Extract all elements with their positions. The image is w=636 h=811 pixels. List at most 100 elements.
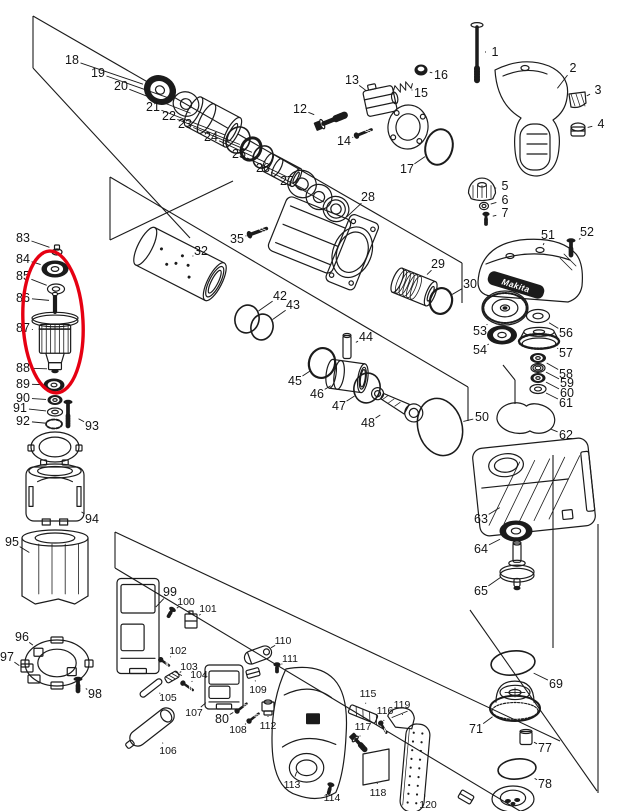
leader-2 [557, 74, 568, 89]
part-104-shape [180, 680, 194, 692]
part-95-shape [21, 529, 89, 605]
leader-105 [159, 692, 161, 694]
leader-12 [308, 111, 315, 116]
part-label-63: 63 [474, 512, 488, 526]
leader-29 [426, 269, 432, 275]
part-label-110: 110 [275, 635, 292, 647]
part-102-shape [158, 657, 171, 667]
part-label-13: 13 [345, 73, 359, 87]
leader-42 [258, 300, 273, 312]
part-label-25: 25 [232, 147, 246, 161]
leader-80 [229, 712, 234, 715]
part-label-94: 94 [85, 512, 99, 526]
leader-97 [14, 661, 20, 666]
panel-border-line [109, 176, 469, 388]
part-label-118: 118 [370, 787, 387, 799]
part-label-95: 95 [5, 535, 19, 549]
leader-71 [482, 716, 493, 724]
part-16-shape [414, 64, 428, 76]
leader-104 [191, 680, 193, 683]
part-label-88: 88 [16, 361, 30, 375]
part-96-shape [20, 636, 94, 690]
part-shape [387, 104, 429, 150]
leader-95 [19, 546, 30, 553]
part-label-22: 22 [162, 109, 176, 123]
part-116-shape [378, 720, 388, 734]
leader-110 [270, 645, 276, 649]
part-101-shape [184, 610, 198, 629]
panel-border-line [114, 567, 521, 811]
part-label-90: 90 [16, 391, 30, 405]
part-50-shape [416, 397, 464, 457]
part-label-52: 52 [580, 225, 594, 239]
part-label-12: 12 [293, 102, 307, 116]
part-label-29: 29 [431, 257, 445, 271]
part-label-117: 117 [355, 721, 372, 733]
part-label-115: 115 [360, 688, 377, 700]
part-93-shape [63, 399, 73, 429]
leader-47 [346, 395, 355, 402]
part-label-61: 61 [559, 396, 573, 410]
part-label-23: 23 [178, 117, 192, 131]
part-42-shape [234, 304, 260, 334]
part-111-shape [273, 662, 281, 674]
leader-4 [587, 125, 593, 128]
part-94-shape [25, 463, 85, 526]
leader-69 [533, 672, 549, 681]
leader-64 [488, 538, 501, 546]
part-label-114: 114 [324, 792, 341, 804]
part-label-100: 100 [177, 596, 195, 608]
part-58-shape [530, 353, 546, 363]
leader-16 [429, 71, 433, 74]
part-92-shape [45, 418, 63, 430]
part-25-shape [287, 169, 317, 199]
part-label-53: 53 [473, 324, 487, 338]
leader-17 [414, 156, 426, 165]
part-19-shape [172, 91, 200, 117]
leader-90 [31, 398, 47, 400]
part-99-shape [116, 577, 160, 675]
part-106-shape [125, 707, 175, 749]
part-32-shape [133, 226, 227, 302]
part-label-108: 108 [229, 724, 247, 736]
part-29-shape [390, 267, 438, 307]
leader-52 [578, 237, 581, 240]
part-3-shape [568, 91, 587, 109]
part-65-shape [499, 540, 535, 591]
leader-48 [375, 414, 381, 419]
leader-44 [355, 340, 359, 343]
part-label-21: 21 [146, 100, 160, 114]
part-label-6: 6 [502, 193, 509, 207]
leader-78 [534, 778, 538, 781]
leader-96 [28, 642, 34, 646]
leader-102 [169, 656, 172, 658]
part-43-shape [250, 313, 274, 341]
part-label-103: 103 [180, 661, 198, 673]
part-label-96: 96 [15, 630, 29, 644]
leader-77 [533, 741, 538, 745]
part-label-105: 105 [159, 692, 177, 704]
part-89-shape [43, 378, 65, 392]
part-label-46: 46 [310, 387, 324, 401]
part-label-2: 2 [570, 61, 577, 75]
part-label-42: 42 [273, 289, 287, 303]
panel-border-line [502, 364, 516, 381]
part-53-shape [481, 290, 529, 326]
part-64-shape [499, 520, 533, 542]
part-label-58: 58 [559, 367, 573, 381]
part-label-17: 17 [400, 162, 414, 176]
part-label-113: 113 [284, 779, 301, 791]
part-107-shape [204, 664, 244, 710]
part-label-7: 7 [502, 206, 509, 220]
part-label-97: 97 [0, 650, 14, 664]
part-115-shape [347, 704, 379, 725]
part-label-102: 102 [169, 645, 187, 657]
leader-53 [486, 323, 488, 326]
part-45-shape [307, 347, 337, 379]
part-52-shape [566, 238, 576, 258]
leader-120 [423, 794, 426, 797]
part-label-91: 91 [13, 401, 27, 415]
leader-61 [545, 392, 559, 400]
part-56-shape [525, 308, 551, 324]
